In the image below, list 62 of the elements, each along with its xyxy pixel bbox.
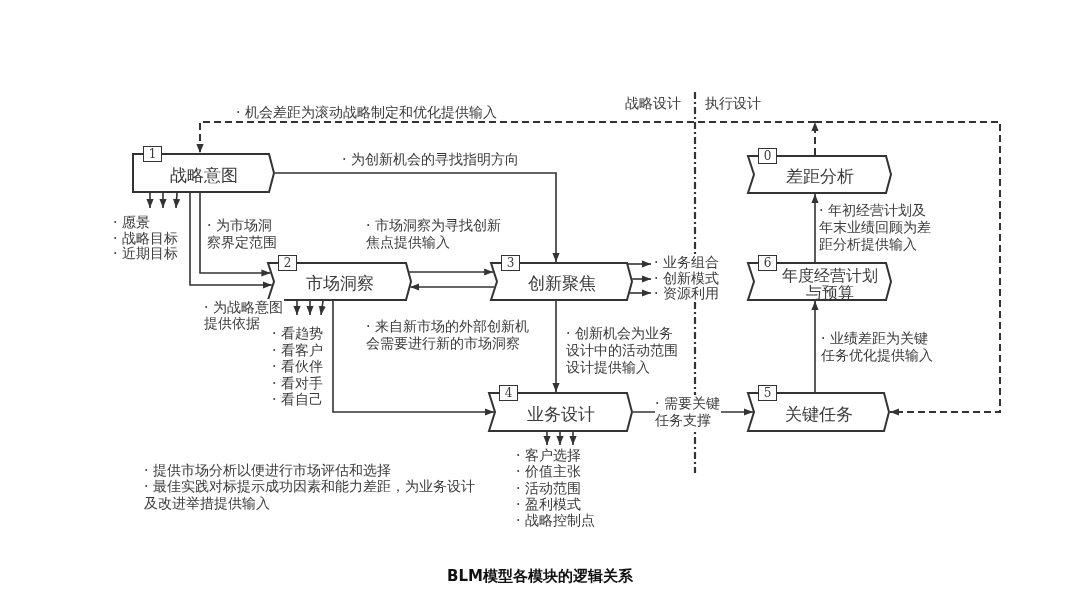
arrow	[631, 275, 652, 283]
number-tag: 5	[758, 385, 777, 401]
arrow	[306, 300, 314, 316]
module-title: 市场洞察	[305, 274, 374, 293]
arrow	[556, 431, 564, 446]
edge-label: · 来自新市场的外部创新机会需要进行新的市场洞察	[366, 318, 530, 352]
list-item: · 客户选择	[516, 447, 581, 464]
number-tag: 4	[499, 385, 518, 401]
edge-label: · 年初经营计划及年末业绩回顾为差距分析提供输入	[819, 202, 932, 253]
dashed-arrow	[814, 121, 1001, 416]
module-title: 关键任务	[784, 404, 853, 424]
list-item: · 近期目标	[113, 246, 178, 262]
arrow	[811, 193, 819, 263]
arrow	[199, 192, 272, 277]
number-tag: 3	[501, 255, 520, 271]
arrow	[293, 300, 301, 316]
edge-label: · 为创新机会的寻找指明方向	[342, 151, 519, 168]
note: · 为战略意图提供依据	[204, 299, 284, 331]
arrow	[543, 431, 551, 446]
column-heading: 战略设计	[625, 95, 681, 112]
edge-label: · 市场洞察为寻找创新焦点提供输入	[366, 217, 502, 251]
module-title: 创新聚焦	[527, 274, 596, 293]
arrow	[146, 192, 154, 209]
edge-label: · 创新机会为业务设计中的活动范围设计提供输入	[566, 325, 679, 376]
number-tag: 6	[758, 255, 777, 271]
list-item: · 战略目标	[113, 230, 178, 246]
edge-label: · 需要关键任务支撑	[655, 395, 721, 429]
module-title: 差距分析	[785, 167, 854, 186]
arrow	[811, 300, 819, 393]
arrow	[569, 431, 577, 446]
module-title: 战略意图	[169, 165, 238, 185]
list-item: · 看趋势	[272, 325, 323, 342]
arrow	[189, 192, 273, 289]
arrow	[409, 283, 496, 291]
arrow	[318, 300, 326, 316]
arrow	[173, 192, 181, 209]
dashed-arrow	[811, 121, 819, 156]
edge-label: · 为市场洞察界定范围	[207, 217, 278, 251]
edge-label: · 机会差距为滚动战略制定和优化提供输入	[236, 104, 497, 121]
arrow	[408, 268, 494, 276]
number-tag: 2	[278, 255, 297, 271]
list-item: · 战略控制点	[516, 512, 595, 529]
column-heading: 执行设计	[705, 95, 761, 112]
module-title: 年度经营计划与预算	[780, 266, 879, 301]
list-item: · 看伙伴	[272, 358, 323, 375]
arrow	[274, 172, 560, 263]
arrow	[332, 300, 495, 416]
arrow	[552, 300, 560, 393]
list-item: · 资源利用	[654, 286, 719, 302]
number-tag: 1	[143, 146, 162, 162]
caption: BLM模型各模块的逻辑关系	[447, 567, 633, 586]
list-item: · 价值主张	[516, 463, 581, 480]
note: · 最佳实践对标提示成功因素和能力差距，为业务设计及改进举措提供输入	[144, 478, 476, 512]
list-item: · 业务组合	[654, 255, 719, 271]
module-title: 业务设计	[526, 404, 595, 424]
arrow	[159, 192, 167, 209]
number-tag: 0	[758, 148, 777, 164]
list-item: · 愿景	[113, 215, 150, 231]
list-item: · 看自己	[272, 391, 323, 408]
arrow	[628, 289, 652, 297]
dashed-arrow	[196, 121, 816, 154]
edge-label: · 业绩差距为关键任务优化提供输入	[821, 330, 934, 364]
